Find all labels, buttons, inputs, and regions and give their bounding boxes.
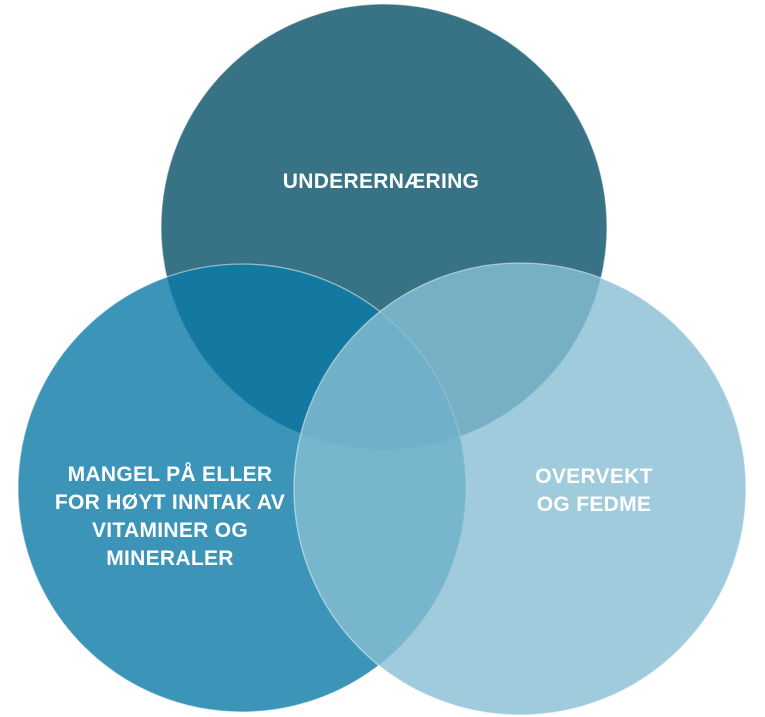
venn-label-vitamin-mineral-imbalance: MANGEL PÅ ELLER FOR HØYT INNTAK AV VITAM… [54, 463, 286, 570]
venn-label-overweight-obesity: OVERVEKT OG FEDME [535, 465, 653, 516]
venn-circle-overweight-obesity [293, 262, 747, 716]
venn-label-undernutrition: UNDERERNÆRING [282, 170, 480, 193]
